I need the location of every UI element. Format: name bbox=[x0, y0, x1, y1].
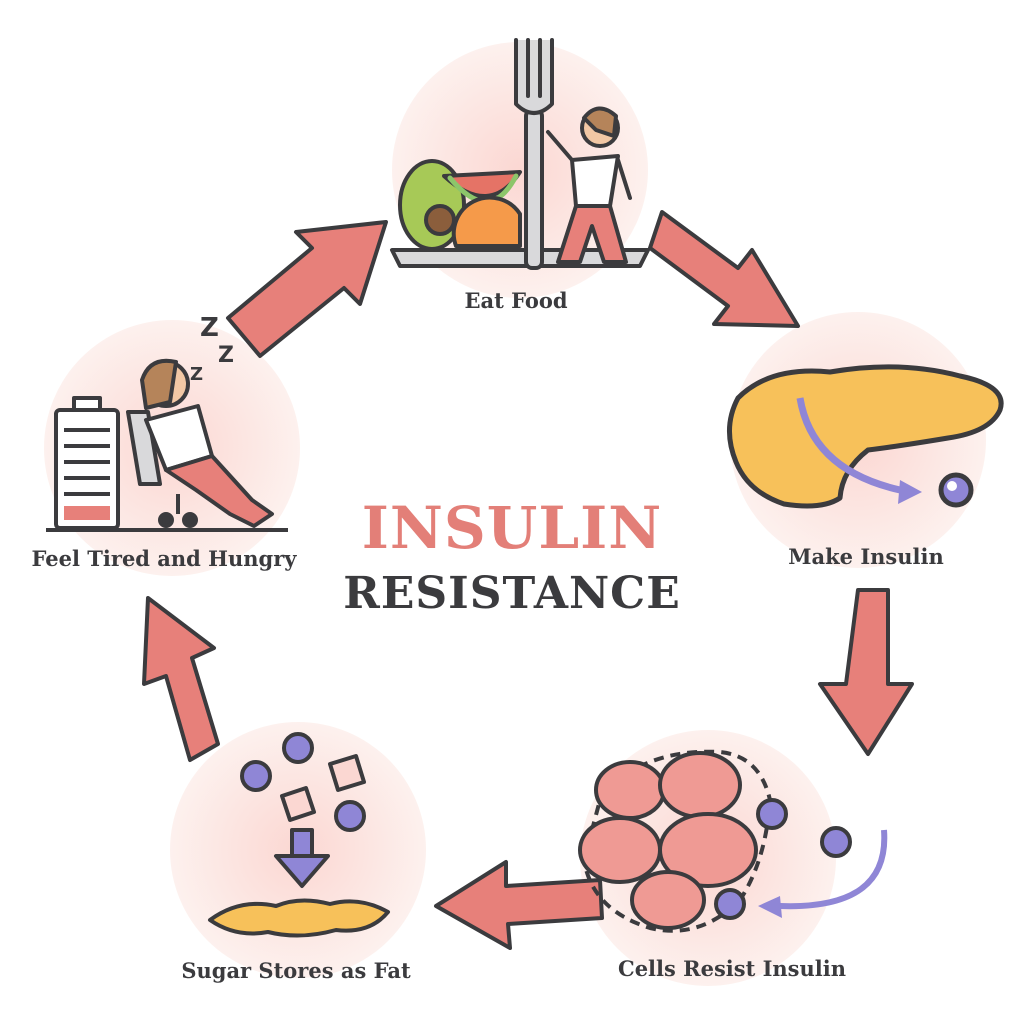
cycle-arrows bbox=[142, 210, 914, 950]
label-feel-tired-and-hungry: Feel Tired and Hungry bbox=[31, 546, 297, 571]
label-cells-resist-insulin: Cells Resist Insulin bbox=[617, 956, 847, 981]
svg-text:Z: Z bbox=[200, 313, 219, 343]
cells-icon bbox=[578, 749, 888, 933]
label-make-insulin: Make Insulin bbox=[788, 544, 944, 569]
arrow-cells-to-sugar bbox=[434, 860, 604, 950]
svg-text:Z: Z bbox=[190, 364, 203, 385]
plate-fork-person-icon bbox=[390, 38, 650, 270]
title-insulin: INSULIN bbox=[361, 494, 663, 562]
arrow-insulin-to-cells bbox=[818, 588, 914, 756]
svg-text:Z: Z bbox=[218, 343, 234, 368]
pancreas-icon bbox=[726, 364, 1004, 509]
title-resistance: RESISTANCE bbox=[343, 568, 681, 619]
label-eat-food: Eat Food bbox=[464, 288, 568, 313]
arrow-tired-to-eat bbox=[226, 220, 388, 358]
tired-person-icon: Z Z Z bbox=[46, 313, 288, 532]
label-sugar-stores-as-fat: Sugar Stores as Fat bbox=[181, 958, 411, 983]
sugar-fat-icon bbox=[208, 732, 390, 938]
arrow-eat-to-insulin bbox=[648, 210, 800, 328]
arrow-sugar-to-tired bbox=[142, 596, 220, 762]
